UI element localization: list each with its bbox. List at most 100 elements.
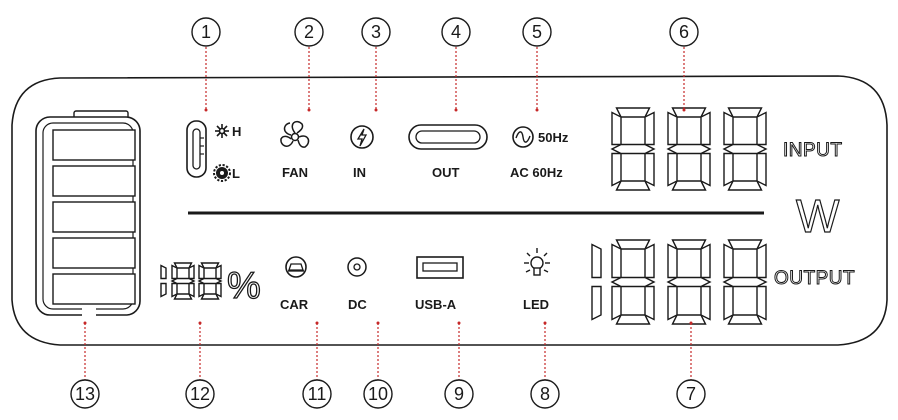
gear-icon — [213, 164, 231, 182]
percent-sign: % — [227, 265, 261, 307]
output-digit-3-f — [667, 243, 678, 279]
percent-digit-2-e — [171, 282, 178, 298]
output-digit-1-c — [591, 285, 602, 321]
usb-a-label: USB-A — [415, 297, 457, 312]
input-digit-1-c — [644, 152, 655, 187]
input-digits — [610, 107, 768, 191]
output-digit-3-e — [667, 285, 678, 321]
output-digit-3-a — [671, 239, 707, 250]
input-digit-2-d — [671, 180, 707, 191]
percent-digit-2-d — [173, 293, 193, 300]
input-digit-1-e — [611, 152, 622, 187]
input-digit-3-f — [723, 111, 734, 146]
ac-60hz-label: AC 60Hz — [510, 165, 563, 180]
dc-label: DC — [348, 297, 367, 312]
callout-6: 6 — [669, 17, 699, 47]
callout-9: 9 — [444, 379, 474, 409]
percent-digit-1-c — [160, 282, 167, 298]
input-digit-2-a — [671, 107, 707, 118]
svg-text:6: 6 — [679, 22, 689, 42]
input-word: INPUT — [783, 140, 843, 161]
callout-12: 12 — [185, 379, 215, 409]
callout-10: 10 — [363, 379, 393, 409]
output-digit-2-e — [611, 285, 622, 321]
battery-icon — [35, 110, 141, 316]
output-digit-4-a — [727, 239, 763, 250]
output-word: OUTPUT — [774, 268, 855, 289]
svg-text:1: 1 — [201, 22, 211, 42]
callout-8: 8 — [530, 379, 560, 409]
svg-text:3: 3 — [371, 22, 381, 42]
usb-c-icon — [408, 124, 488, 150]
input-digit-1-g — [610, 143, 656, 155]
led-label: LED — [523, 297, 549, 312]
output-digit-2-b — [644, 243, 655, 279]
input-digit-3-d — [727, 180, 763, 191]
callout-4: 4 — [441, 17, 471, 47]
output-digit-3-g — [666, 276, 712, 288]
output-digit-4-f — [723, 243, 734, 279]
output-digit-2-d — [615, 314, 651, 325]
svg-text:11: 11 — [308, 384, 327, 404]
input-digit-2-g — [666, 143, 712, 155]
sun-icon — [215, 124, 229, 138]
input-label: IN — [353, 165, 366, 180]
percent-digit-2-b — [188, 264, 195, 280]
input-digit-2-f — [667, 111, 678, 146]
input-digit-1-a — [615, 107, 651, 118]
input-digit-1-b — [644, 111, 655, 146]
50hz-label: 50Hz — [538, 130, 569, 145]
lightning-icon — [350, 125, 374, 149]
input-digit-1-f — [611, 111, 622, 146]
output-digits — [591, 239, 768, 325]
callout-13: 13 — [70, 379, 100, 409]
thermometer-icon — [186, 120, 207, 178]
percent-digit-2-f — [171, 264, 178, 280]
fan-icon — [280, 120, 310, 148]
output-digit-2-a — [615, 239, 651, 250]
svg-text:12: 12 — [190, 384, 210, 404]
input-digit-3-g — [722, 143, 768, 155]
sine-wave-icon — [512, 126, 534, 148]
output-digit-2-f — [611, 243, 622, 279]
watt-unit: W — [796, 190, 840, 242]
input-digit-1-d — [615, 180, 651, 191]
svg-text:9: 9 — [454, 384, 464, 404]
temp-high-label: H — [232, 124, 241, 139]
callout-7: 7 — [676, 379, 706, 409]
input-digit-2-c — [700, 152, 711, 187]
display-outline — [11, 75, 888, 346]
svg-text:8: 8 — [540, 384, 550, 404]
svg-text:7: 7 — [686, 384, 696, 404]
output-digit-3-c — [700, 285, 711, 321]
usb-a-icon — [416, 256, 464, 279]
usb-c-out-label: OUT — [432, 165, 460, 180]
car-icon — [285, 256, 307, 278]
percent-digit-3-f — [198, 264, 205, 280]
percent-digit-3-e — [198, 282, 205, 298]
callout-2: 2 — [294, 17, 324, 47]
output-digit-4-g — [722, 276, 768, 288]
output-digit-4-c — [756, 285, 767, 321]
input-digit-2-b — [700, 111, 711, 146]
bulb-icon — [524, 248, 550, 276]
percent-digit-2-g — [170, 277, 196, 285]
output-digit-4-e — [723, 285, 734, 321]
leader-lines — [83, 43, 693, 380]
fan-label: FAN — [282, 165, 308, 180]
input-digit-3-a — [727, 107, 763, 118]
callout-5: 5 — [522, 17, 552, 47]
percent-digit-3-d — [200, 293, 220, 300]
output-digit-4-d — [727, 314, 763, 325]
output-digit-2-g — [610, 276, 656, 288]
temp-low-label: L — [232, 166, 240, 181]
output-digit-1-b — [591, 243, 602, 279]
output-digit-2-c — [644, 285, 655, 321]
output-digit-3-d — [671, 314, 707, 325]
percent-digit-3-g — [197, 277, 223, 285]
svg-text:13: 13 — [75, 384, 95, 404]
percent-digit-3-b — [215, 264, 222, 280]
output-digit-4-b — [756, 243, 767, 279]
svg-text:4: 4 — [451, 22, 461, 42]
